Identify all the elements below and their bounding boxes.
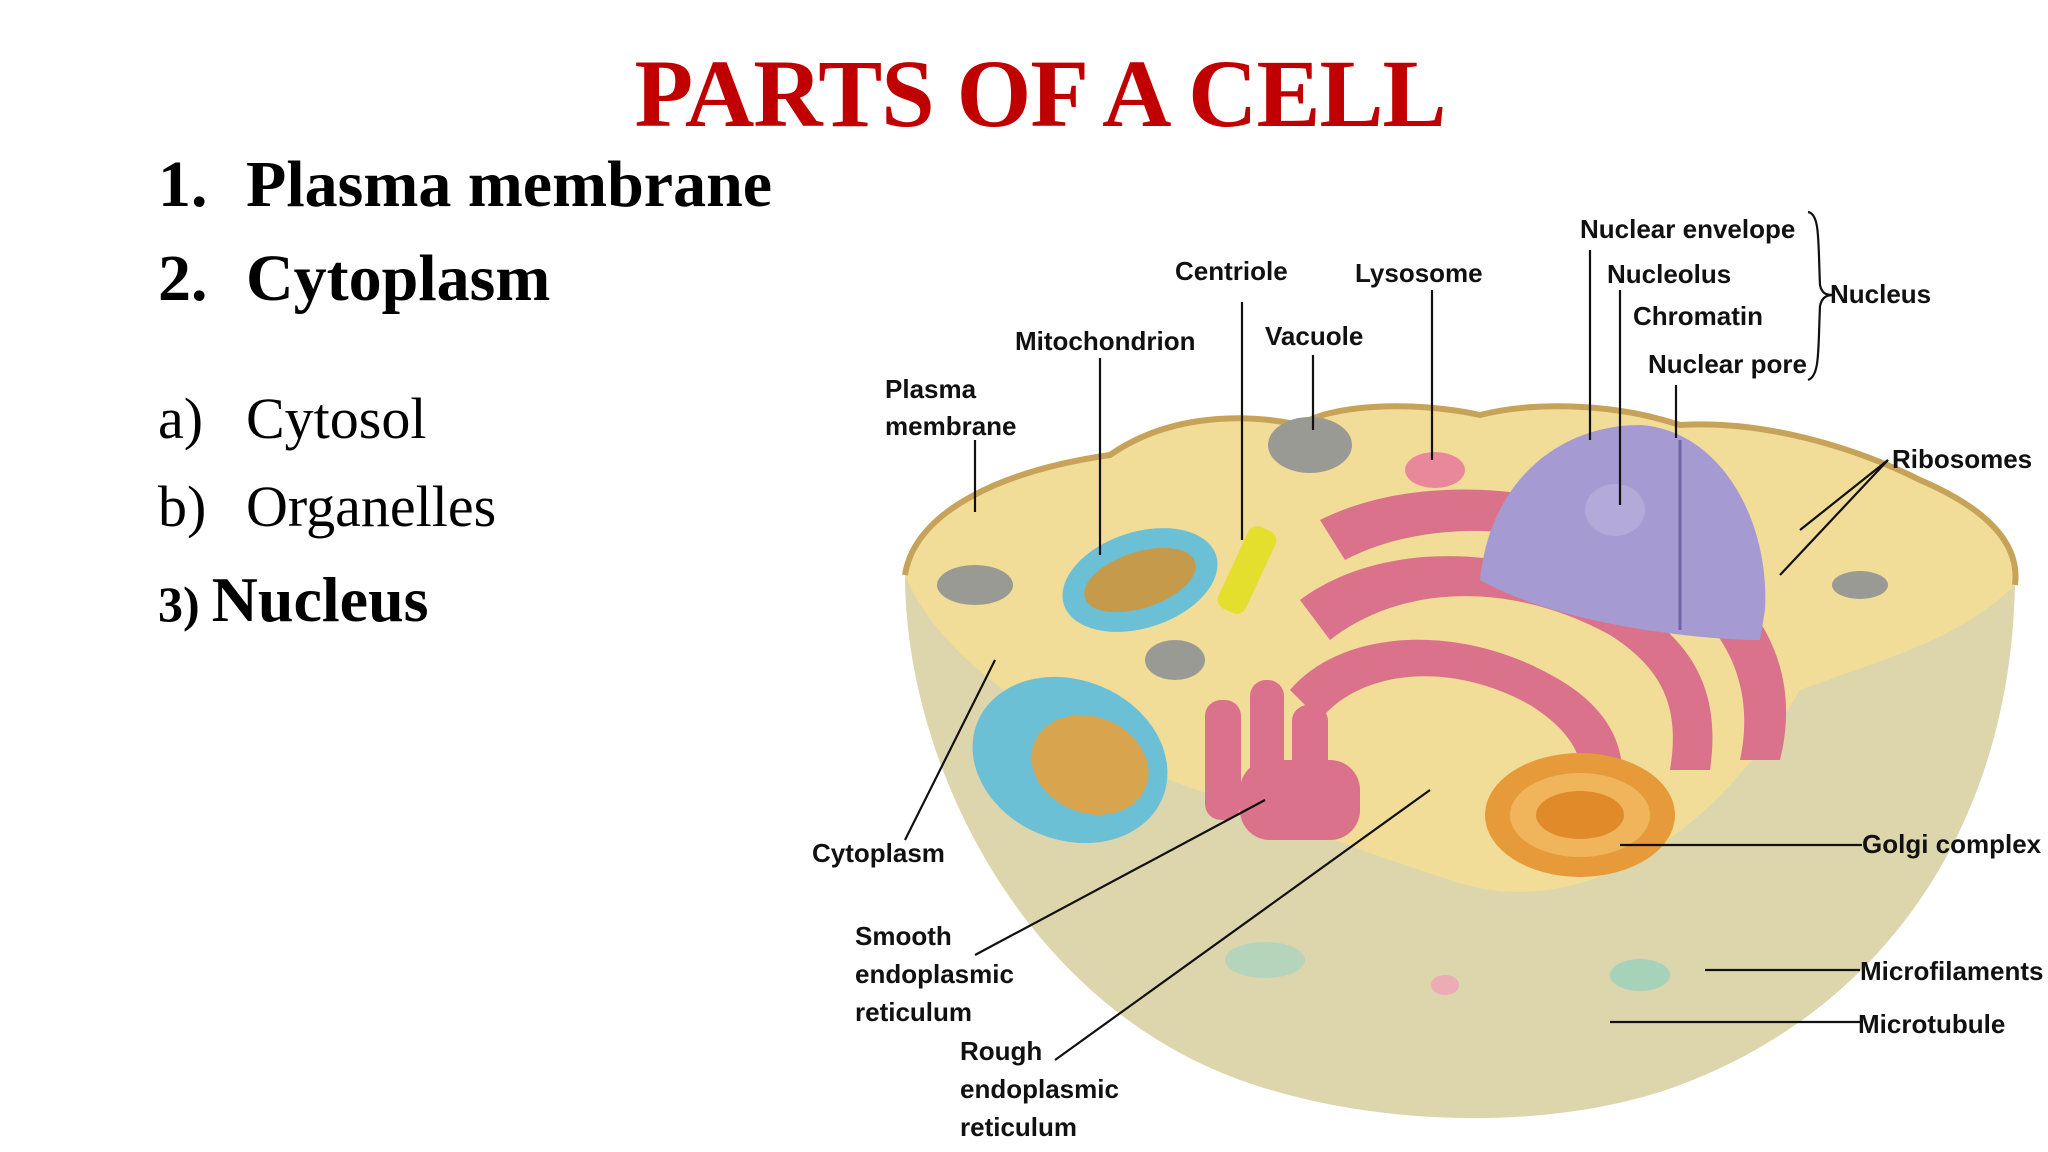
label-smooth-er-line1: Smooth xyxy=(855,921,952,951)
list-text: Organelles xyxy=(246,474,497,539)
diagram-labels: Nuclear envelope Nucleolus Chromatin Nuc… xyxy=(812,214,2044,1142)
label-ribosomes: Ribosomes xyxy=(1892,444,2032,474)
label-smooth-er-line3: reticulum xyxy=(855,997,972,1027)
microfilament-bundle xyxy=(1610,959,1670,991)
label-rough-er-line3: reticulum xyxy=(960,1112,1077,1142)
list-text: Plasma membrane xyxy=(246,148,773,221)
label-cytoplasm: Cytoplasm xyxy=(812,838,945,868)
vesicle xyxy=(1431,975,1459,995)
list-text: Cytoplasm xyxy=(246,242,551,315)
label-rough-er-line2: endoplasmic xyxy=(960,1074,1119,1104)
label-nucleus: Nucleus xyxy=(1830,279,1931,309)
label-nuclear-pore: Nuclear pore xyxy=(1648,349,1807,379)
label-smooth-er-line2: endoplasmic xyxy=(855,959,1014,989)
label-nucleolus: Nucleolus xyxy=(1607,259,1731,289)
vesicle xyxy=(1145,640,1205,680)
list-text: Nucleus xyxy=(211,564,429,635)
golgi-complex xyxy=(1485,753,1675,877)
label-vacuole: Vacuole xyxy=(1265,321,1363,351)
label-chromatin: Chromatin xyxy=(1633,301,1763,331)
plasma-membrane-rim xyxy=(902,403,2019,586)
nucleolus xyxy=(1585,484,1645,536)
list-letter: b) xyxy=(158,474,207,539)
lysosome xyxy=(1405,452,1465,488)
label-lysosome: Lysosome xyxy=(1355,258,1483,288)
label-plasma-membrane-line1: Plasma xyxy=(885,374,977,404)
list-text: Cytosol xyxy=(246,386,427,451)
mitochondrion-top-inner xyxy=(1084,547,1196,613)
slide-title: PARTS OF A CELL xyxy=(634,40,1446,147)
mitochondrion-bottom-inner xyxy=(1031,715,1149,815)
list-item-nucleus: 3)Nucleus xyxy=(158,568,429,632)
vacuole xyxy=(1268,417,1352,473)
list-number: 2. xyxy=(158,242,208,315)
label-microfilaments: Microfilaments xyxy=(1860,956,2044,986)
mitochondrion-faint xyxy=(1225,942,1305,978)
label-golgi-complex: Golgi complex xyxy=(1862,829,2042,859)
vesicle xyxy=(1832,571,1888,599)
list-letter: a) xyxy=(158,386,204,451)
label-mitochondrion: Mitochondrion xyxy=(1015,326,1196,356)
centriole xyxy=(1217,526,1277,614)
leader-lines xyxy=(904,210,1889,1061)
list-item-organelles: b)Organelles xyxy=(158,478,496,536)
list-item-plasma-membrane: 1.Plasma membrane xyxy=(158,152,772,218)
list-number: 3) xyxy=(158,576,200,632)
smooth-er xyxy=(1205,680,1360,840)
label-nuclear-envelope: Nuclear envelope xyxy=(1580,214,1795,244)
list-item-cytosol: a)Cytosol xyxy=(158,390,427,448)
label-centriole: Centriole xyxy=(1175,256,1288,286)
label-plasma-membrane-line2: membrane xyxy=(885,411,1017,441)
label-rough-er-line1: Rough xyxy=(960,1036,1042,1066)
vesicle xyxy=(937,565,1013,605)
list-item-cytoplasm: 2.Cytoplasm xyxy=(158,246,550,312)
list-number: 1. xyxy=(158,148,208,221)
label-microtubule: Microtubule xyxy=(1858,1009,2005,1039)
